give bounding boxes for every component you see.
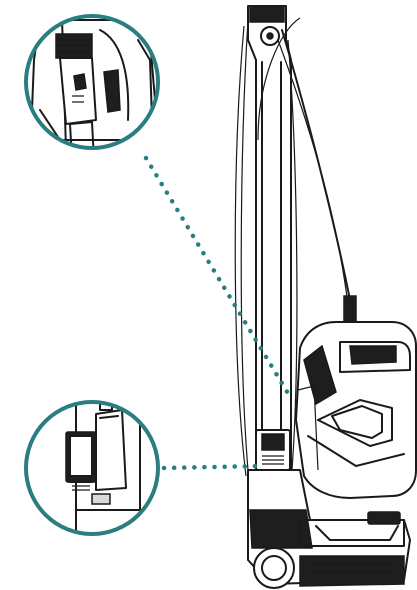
vacuum-body: [234, 5, 417, 589]
wand-tube: [247, 5, 292, 471]
callout-lower-detail: [24, 400, 160, 536]
leader-line-lower: [161, 463, 265, 471]
power-cable: [281, 29, 351, 301]
callout-upper-detail: [24, 14, 160, 150]
leader-line-upper: [143, 155, 295, 403]
